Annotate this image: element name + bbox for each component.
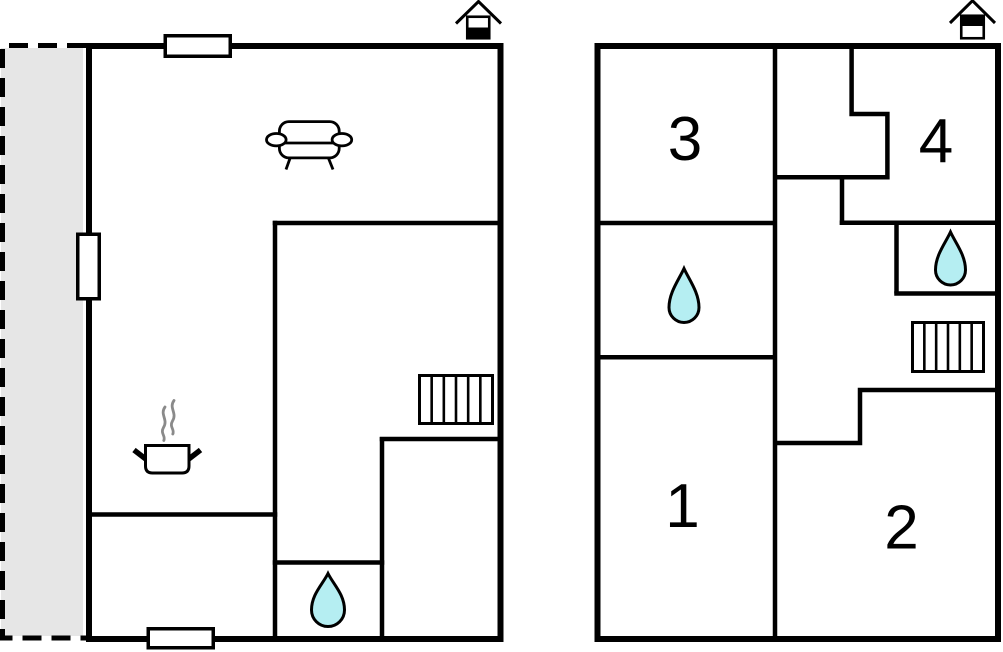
window-top: [163, 34, 232, 58]
house-roof: [454, 0, 503, 25]
terrace-dashed-border: [0, 43, 86, 641]
room-label-4: 4: [919, 107, 953, 176]
house-filled-upper-half: [960, 14, 985, 26]
wall-room2-top: [775, 387, 998, 446]
stairs-ground-floor-icon: [418, 374, 494, 425]
ground-floor-plan: [0, 0, 504, 650]
cooking-pot-icon: [132, 399, 203, 475]
pot-body: [144, 444, 191, 475]
wall-hall-room4: [775, 46, 890, 180]
house-roof: [948, 0, 997, 25]
room-label-3: 3: [668, 105, 702, 174]
ground-floor-outer-wall: [86, 43, 504, 642]
window-left: [76, 232, 101, 301]
window-bottom: [146, 627, 215, 650]
terrace: [0, 43, 86, 641]
room-label-2: 2: [884, 494, 918, 563]
floor-indicator-first-icon: [948, 0, 997, 40]
water-drop-icon-middle-room: [667, 264, 701, 324]
sofa-icon: [265, 120, 354, 171]
steam-right-icon: [169, 399, 176, 436]
room-label-1: 1: [665, 472, 699, 541]
first-floor-outer-wall: [594, 43, 1001, 642]
sofa-armrest-left: [265, 132, 288, 148]
sofa-armrest-right: [330, 132, 354, 148]
steam-left-icon: [160, 405, 167, 442]
floor-indicator-ground-icon: [454, 0, 503, 40]
stairs-first-floor-icon: [911, 321, 985, 373]
water-drop-icon-bathroom: [933, 228, 968, 287]
ground-floor-interior-walls: [89, 220, 500, 639]
first-floor-interior-walls: [597, 46, 998, 639]
water-drop-icon-ground: [309, 570, 347, 628]
sofa-body: [277, 120, 341, 160]
first-floor-plan: 1 2 3 4: [594, 0, 1001, 642]
terrace-area: [1, 48, 83, 636]
house-filled-lower-half: [466, 27, 491, 40]
